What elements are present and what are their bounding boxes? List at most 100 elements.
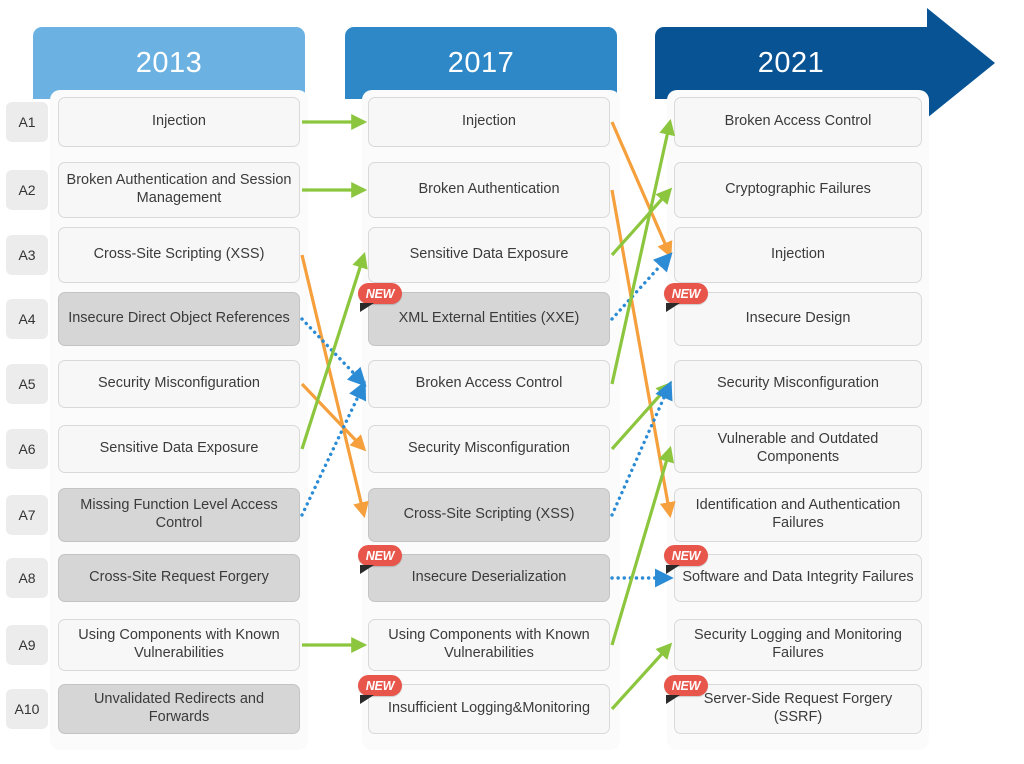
connector-2017.A7-to-2021.A5 [610,380,673,517]
risk-box-label: Vulnerable and Outdated Components [717,431,879,465]
new-badge-2021-A8: NEW [664,545,708,574]
risk-box-label: Identification and Authentication Failur… [695,497,901,531]
risk-box-2013-A2[interactable]: Broken Authentication and Session Manage… [58,162,300,218]
risk-box-label: Injection [461,113,516,130]
connector-2017.A4-to-2021.A3 [610,252,673,321]
rank-tab-a2: A2 [6,170,48,210]
rank-tab-a5: A5 [6,364,48,404]
risk-box-label: Using Components with Known Vulnerabilit… [78,627,280,661]
risk-box-label: Broken Authentication and Session Manage… [66,172,292,206]
risk-box-label: Broken Access Control [724,113,872,130]
rank-tab-a3: A3 [6,235,48,275]
risk-box-2017-A10[interactable]: Insufficient Logging&Monitoring [368,684,610,734]
risk-box-2017-A5[interactable]: Broken Access Control [368,360,610,408]
rank-tab-a9: A9 [6,625,48,665]
risk-box-2017-A1[interactable]: Injection [368,97,610,147]
rank-tab-label: A6 [18,441,36,457]
risk-box-label: Cross-Site Request Forgery [89,569,269,586]
risk-box-2017-A9[interactable]: Using Components with Known Vulnerabilit… [368,619,610,671]
rank-tab-label: A4 [18,311,36,327]
risk-box-2021-A5[interactable]: Security Misconfiguration [674,360,922,408]
year-header-2021: 2021 [655,27,927,99]
risk-box-label: Using Components with Known Vulnerabilit… [388,627,590,661]
risk-box-label: Sensitive Data Exposure [409,246,569,263]
risk-box-label: Server-Side Request Forgery (SSRF) [703,691,893,725]
year-label-2017: 2017 [447,46,515,79]
risk-box-2021-A2[interactable]: Cryptographic Failures [674,162,922,218]
risk-box-label: Software and Data Integrity Failures [682,569,914,586]
risk-box-2013-A7[interactable]: Missing Function Level Access Control [58,488,300,542]
new-badge-label: NEW [365,678,395,693]
risk-box-label: Insecure Design [745,310,851,327]
risk-box-label: Security Misconfiguration [98,375,260,392]
new-badge-label: NEW [365,286,395,301]
rank-tab-label: A7 [18,507,36,523]
rank-tab-label: A5 [18,376,36,392]
rank-tab-a8: A8 [6,558,48,598]
new-badge-label: NEW [671,286,701,301]
risk-box-2021-A9[interactable]: Security Logging and Monitoring Failures [674,619,922,671]
risk-box-label: Missing Function Level Access Control [80,497,278,531]
rank-tab-label: A3 [18,247,36,263]
risk-box-2013-A1[interactable]: Injection [58,97,300,147]
risk-box-label: Cross-Site Scripting (XSS) [93,246,265,263]
risk-box-2017-A7[interactable]: Cross-Site Scripting (XSS) [368,488,610,542]
new-badge-2017-A8: NEW [358,545,402,574]
risk-box-2021-A1[interactable]: Broken Access Control [674,97,922,147]
risk-box-label: Security Misconfiguration [408,440,570,457]
risk-box-2017-A8[interactable]: Insecure Deserialization [368,554,610,602]
risk-box-2017-A3[interactable]: Sensitive Data Exposure [368,227,610,283]
risk-box-2021-A7[interactable]: Identification and Authentication Failur… [674,488,922,542]
new-badge-2017-A10: NEW [358,675,402,704]
connector-2017.A6-to-2021.A5 [610,381,673,451]
year-header-2017: 2017 [345,27,617,99]
risk-box-2017-A2[interactable]: Broken Authentication [368,162,610,218]
risk-box-label: Broken Access Control [415,375,563,392]
new-badge-label: NEW [671,548,701,563]
new-badge-label: NEW [365,548,395,563]
connector-2017.A3-to-2021.A2 [610,187,673,257]
risk-box-label: Insufficient Logging&Monitoring [387,700,591,717]
new-badge-2021-A10: NEW [664,675,708,704]
risk-box-2013-A10[interactable]: Unvalidated Redirects and Forwards [58,684,300,734]
risk-box-2021-A6[interactable]: Vulnerable and Outdated Components [674,425,922,473]
connector-2017.A2-to-2021.A7 [610,189,676,519]
risk-box-label: Unvalidated Redirects and Forwards [93,691,265,725]
risk-box-2013-A8[interactable]: Cross-Site Request Forgery [58,554,300,602]
risk-box-2013-A6[interactable]: Sensitive Data Exposure [58,425,300,473]
risk-box-label: Injection [151,113,206,130]
connector-2017.A1-to-2021.A3 [610,121,673,258]
risk-box-label: Injection [770,246,825,263]
rank-tab-a10: A10 [6,689,48,729]
risk-box-2013-A5[interactable]: Security Misconfiguration [58,360,300,408]
rank-tab-a4: A4 [6,299,48,339]
timeline-arrow-head-icon [927,8,995,118]
risk-box-2013-A9[interactable]: Using Components with Known Vulnerabilit… [58,619,300,671]
connector-2017.A5-to-2021.A1 [610,118,676,385]
connector-2017.A10-to-2021.A9 [610,642,673,711]
risk-box-2013-A3[interactable]: Cross-Site Scripting (XSS) [58,227,300,283]
risk-box-2021-A3[interactable]: Injection [674,227,922,283]
new-badge-label: NEW [671,678,701,693]
rank-tab-a7: A7 [6,495,48,535]
rank-tab-a6: A6 [6,429,48,469]
risk-box-2021-A10[interactable]: Server-Side Request Forgery (SSRF) [674,684,922,734]
risk-box-2017-A6[interactable]: Security Misconfiguration [368,425,610,473]
year-label-2021: 2021 [757,46,825,79]
rank-tab-label: A9 [18,637,36,653]
connector-2013.A5-to-2017.A6 [300,382,367,452]
rank-tab-label: A8 [18,570,36,586]
risk-box-label: Cryptographic Failures [725,181,871,198]
new-badge-2021-A4: NEW [664,283,708,312]
risk-box-2013-A4[interactable]: Insecure Direct Object References [58,292,300,346]
risk-box-label: Sensitive Data Exposure [99,440,259,457]
rank-tab-label: A10 [14,701,40,717]
new-badge-2017-A4: NEW [358,283,402,312]
risk-box-2021-A4[interactable]: Insecure Design [674,292,922,346]
risk-box-label: Security Misconfiguration [717,375,879,392]
risk-box-2017-A4[interactable]: XML External Entities (XXE) [368,292,610,346]
connector-2013.A3-to-2017.A7 [300,254,369,519]
rank-tab-label: A1 [18,114,36,130]
risk-box-2021-A8[interactable]: Software and Data Integrity Failures [674,554,922,602]
